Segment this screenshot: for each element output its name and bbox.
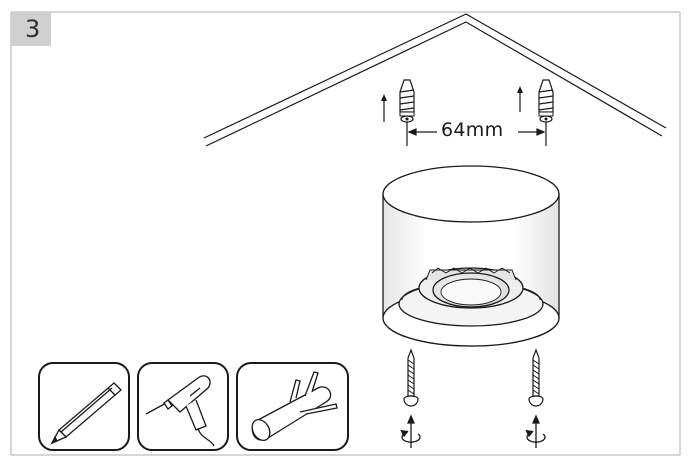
dimension-line [406, 122, 547, 146]
screw-right-icon [528, 348, 544, 407]
insert-arrow-right-icon [517, 86, 523, 112]
dimension-label: 64mm [441, 119, 504, 141]
rotate-arrow-left-icon [400, 414, 421, 448]
ceiling [203, 13, 667, 147]
drill-tool-icon [137, 362, 229, 451]
wall-plug-left-icon [399, 79, 415, 123]
outer-frame [10, 11, 681, 456]
screw-left-icon [403, 348, 419, 407]
rotate-arrow-right-icon [525, 414, 546, 448]
wall-plug-right-icon [538, 79, 554, 123]
pencil-tool-icon [38, 362, 130, 451]
insert-arrow-left-icon [381, 94, 387, 122]
step-number-badge: 3 [11, 12, 51, 46]
wall-plug-tool-icon [236, 362, 349, 451]
downlight-fixture [382, 165, 560, 347]
